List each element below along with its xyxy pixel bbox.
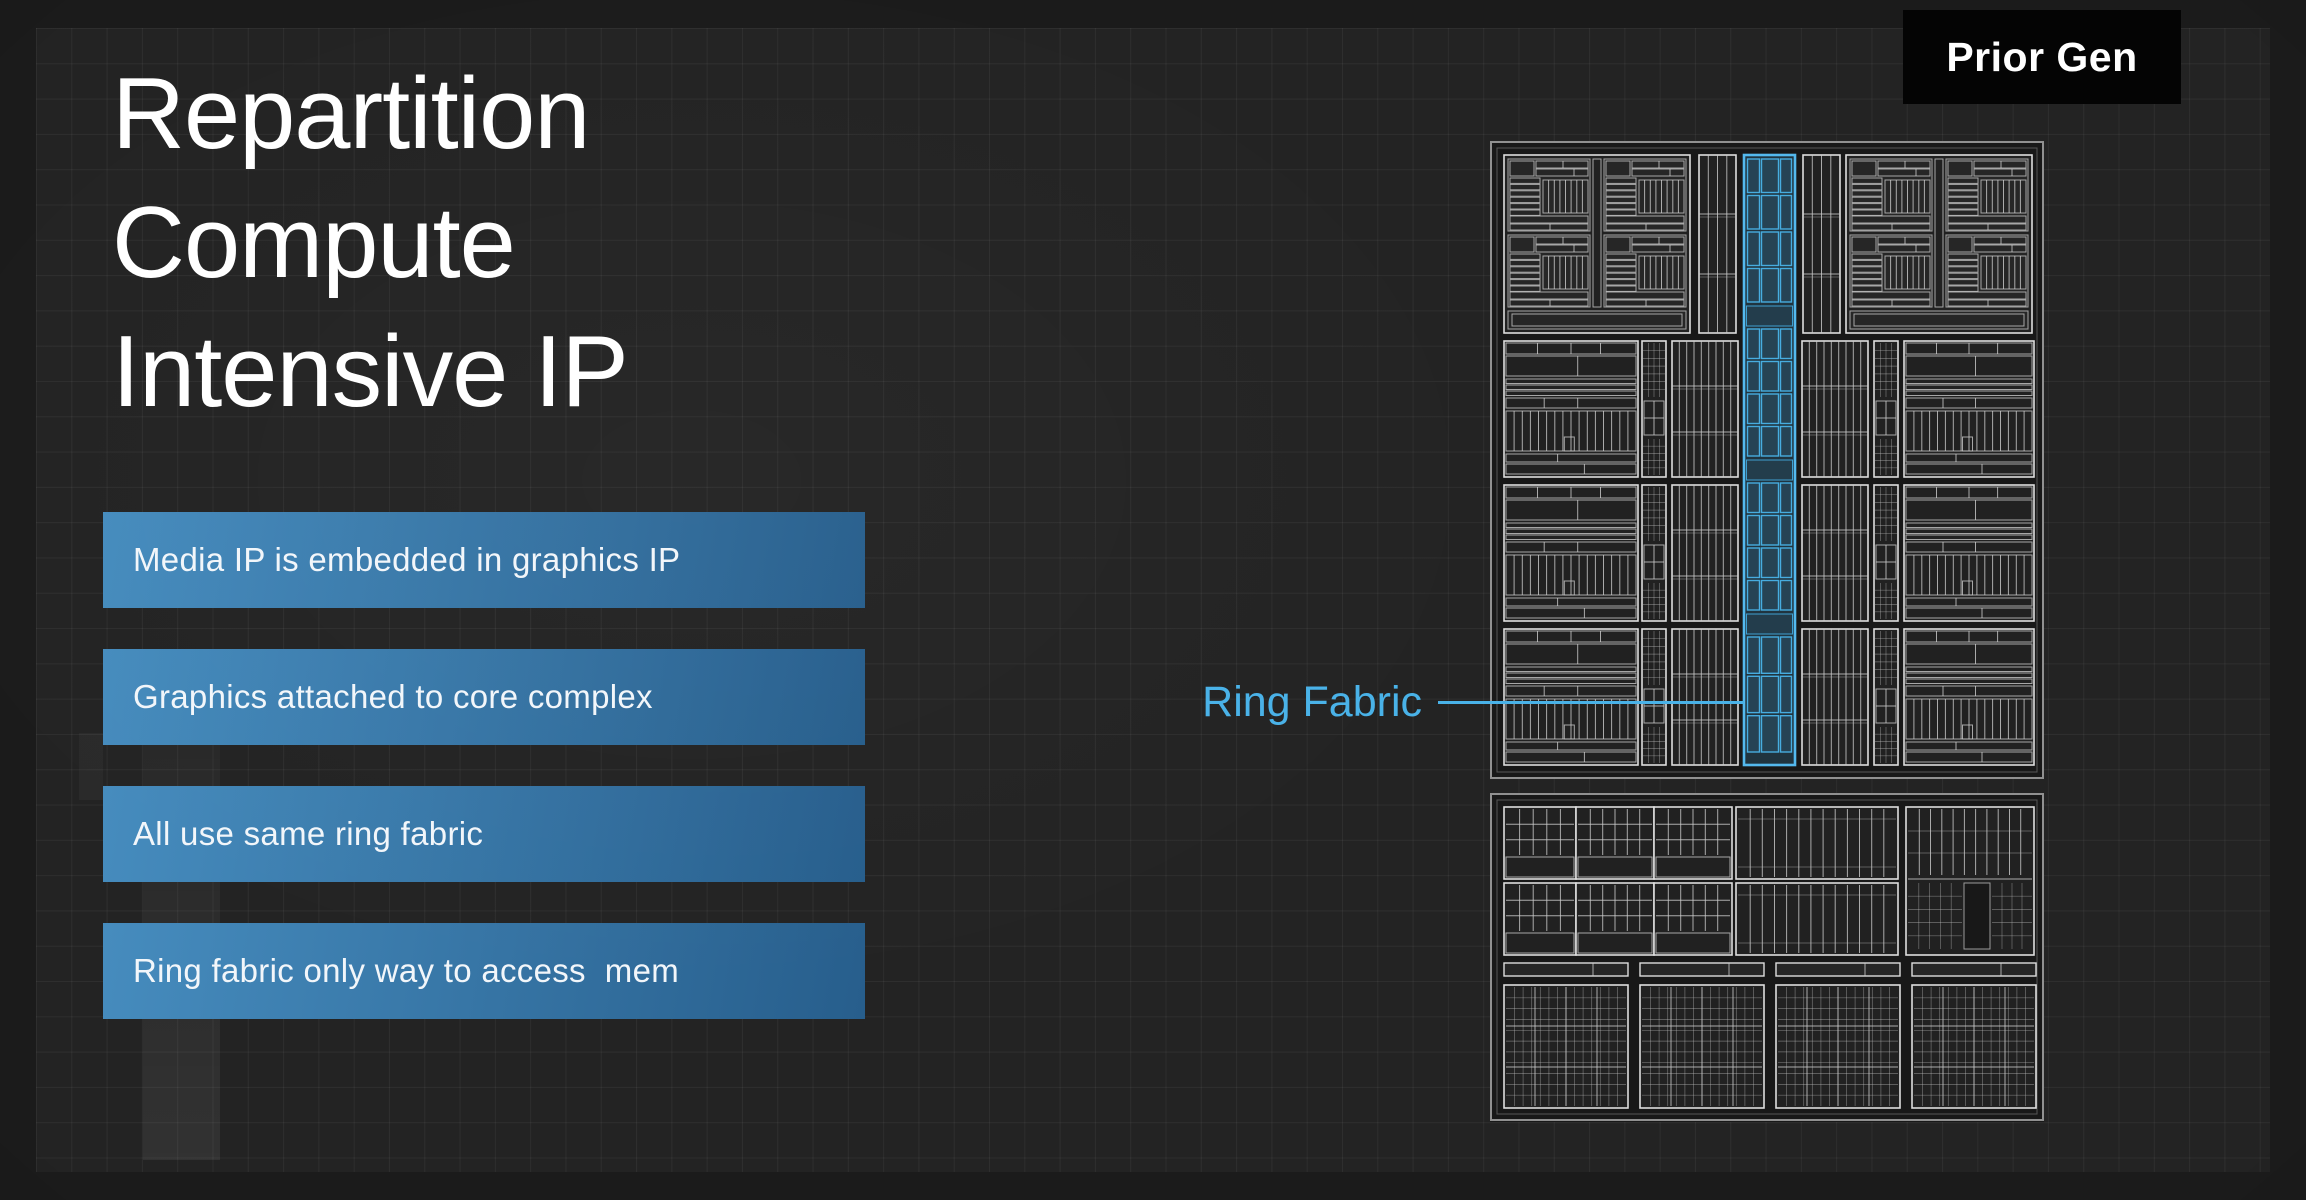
die-shot-top [1490,141,2044,779]
die-shot-bottom [1490,793,2044,1122]
background-deco-rect [79,733,103,800]
bullet-bar-media-ip: Media IP is embedded in graphics IP [103,512,865,608]
bullet-bar-label: All use same ring fabric [133,815,484,852]
prior-gen-badge: Prior Gen [1903,10,2181,104]
bullet-bar-graphics-core: Graphics attached to core complex [103,649,865,745]
bullet-bar-ring-fabric: All use same ring fabric [103,786,865,882]
page-title: Repartition Compute Intensive IP [112,50,629,437]
bullet-bar-label: Media IP is embedded in graphics IP [133,541,681,578]
ring-fabric-label: Ring Fabric [1202,678,1422,726]
title-line-3: Intensive IP [112,316,629,428]
title-line-2: Compute [112,187,516,299]
ring-fabric-callout-line [1438,701,1744,704]
ring-fabric-highlight [1742,153,1797,767]
bullet-bar-label: Graphics attached to core complex [133,678,653,715]
bullet-bar-mem-access: Ring fabric only way to access mem [103,923,865,1019]
title-line-1: Repartition [112,58,590,170]
bullet-bar-label: Ring fabric only way to access mem [133,952,680,989]
prior-gen-badge-label: Prior Gen [1946,33,2138,80]
